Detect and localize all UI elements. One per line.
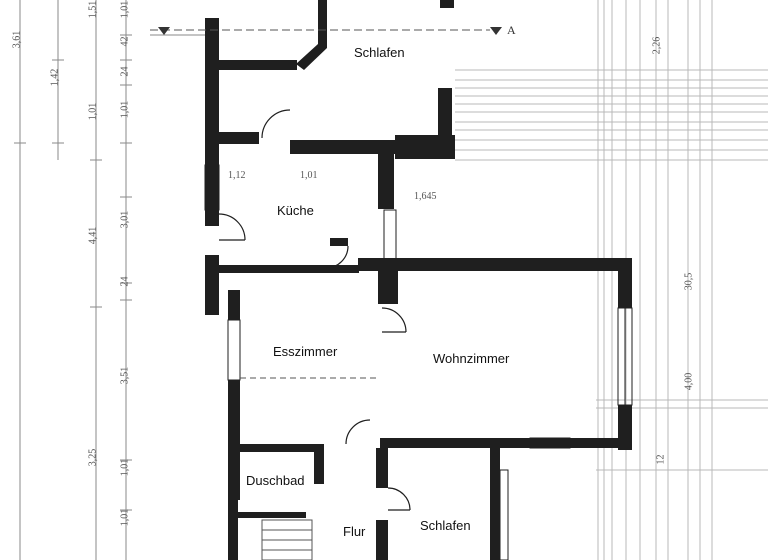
room-label-wohnzimmer: Wohnzimmer xyxy=(433,351,510,366)
dimension-label: 1,01 xyxy=(119,100,131,119)
dimension-label: 24 xyxy=(119,66,131,77)
section-marker-triangles xyxy=(158,27,502,35)
dimension-label: 2,26 xyxy=(651,36,663,55)
room-label-schlafen-bottom: Schlafen xyxy=(420,518,471,533)
dimension-label: 3,25 xyxy=(87,448,99,467)
doors xyxy=(218,109,411,511)
dimension-hatching xyxy=(455,0,768,560)
dimension-label: 3,51 xyxy=(119,366,131,385)
dimension-label: 1,01 xyxy=(119,508,131,527)
room-label-duschbad: Duschbad xyxy=(246,473,305,488)
dimension-lines-left xyxy=(14,0,215,560)
walls xyxy=(205,0,632,560)
dimension-label: 1,01 xyxy=(87,102,99,121)
dimension-label: 1,01 xyxy=(119,0,131,19)
dimension-label: 1,12 xyxy=(228,170,246,181)
dimension-label: 4,41 xyxy=(87,226,99,245)
dimension-label: 1,01 xyxy=(119,458,131,477)
dimension-label: 1,51 xyxy=(87,0,99,19)
dimension-label: 3,01 xyxy=(119,210,131,229)
windows xyxy=(204,164,633,560)
room-label-kueche: Küche xyxy=(277,203,314,218)
section-marker-label: A xyxy=(507,23,516,37)
dimension-label: 42 xyxy=(119,36,131,47)
interior-lines xyxy=(150,29,490,560)
room-label-flur: Flur xyxy=(343,524,366,539)
dimension-label: 24 xyxy=(119,276,131,287)
dimension-label: 12 xyxy=(655,454,667,465)
dimension-label: 4,00 xyxy=(683,372,695,391)
dimension-label: 30,5 xyxy=(683,272,695,291)
dimension-label: 1,42 xyxy=(49,68,61,87)
dimension-label: 1,645 xyxy=(414,191,437,202)
room-label-schlafen-top: Schlafen xyxy=(354,45,405,60)
dimension-label: 1,01 xyxy=(300,170,318,181)
room-label-esszimmer: Esszimmer xyxy=(273,344,338,359)
dimension-label: 3,61 xyxy=(11,30,23,49)
